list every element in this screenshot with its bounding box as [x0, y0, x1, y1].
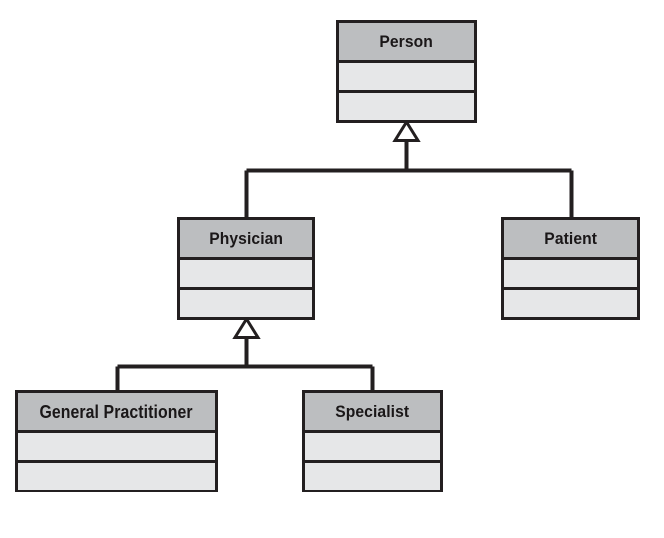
- uml-class-person-name: Person: [379, 32, 434, 51]
- uml-class-patient[interactable]: Patient: [501, 217, 640, 320]
- generalization-physician-group: [115, 316, 375, 391]
- uml-class-physician-attributes: [180, 260, 312, 290]
- generalization-arrowhead-person: [392, 119, 421, 142]
- uml-class-general-practitioner-name: General Practitioner: [39, 401, 194, 422]
- uml-class-person-header: Person: [339, 23, 474, 63]
- uml-class-general-practitioner-header: General Practitioner: [18, 393, 215, 433]
- uml-class-specialist-header: Specialist: [305, 393, 440, 433]
- uml-class-patient-name: Patient: [544, 229, 597, 248]
- uml-class-specialist-attributes: [305, 433, 440, 463]
- uml-class-physician-operations: [180, 290, 312, 317]
- uml-class-patient-operations: [504, 290, 637, 317]
- uml-class-person-attributes: [339, 63, 474, 93]
- uml-class-physician[interactable]: Physician: [177, 217, 315, 320]
- generalization-arrowhead-physician: [232, 316, 261, 339]
- uml-class-patient-header: Patient: [504, 220, 637, 260]
- uml-class-person-operations: [339, 93, 474, 120]
- uml-class-general-practitioner-operations: [18, 463, 215, 490]
- uml-class-person[interactable]: Person: [336, 20, 477, 123]
- uml-class-general-practitioner-attributes: [18, 433, 215, 463]
- uml-class-patient-attributes: [504, 260, 637, 290]
- uml-class-general-practitioner[interactable]: General Practitioner: [15, 390, 218, 492]
- uml-class-physician-header: Physician: [180, 220, 312, 260]
- uml-class-physician-name: Physician: [209, 229, 283, 248]
- uml-class-specialist-name: Specialist: [335, 402, 410, 421]
- uml-class-specialist-operations: [305, 463, 440, 490]
- generalization-person-group: [244, 119, 574, 218]
- uml-class-specialist[interactable]: Specialist: [302, 390, 443, 492]
